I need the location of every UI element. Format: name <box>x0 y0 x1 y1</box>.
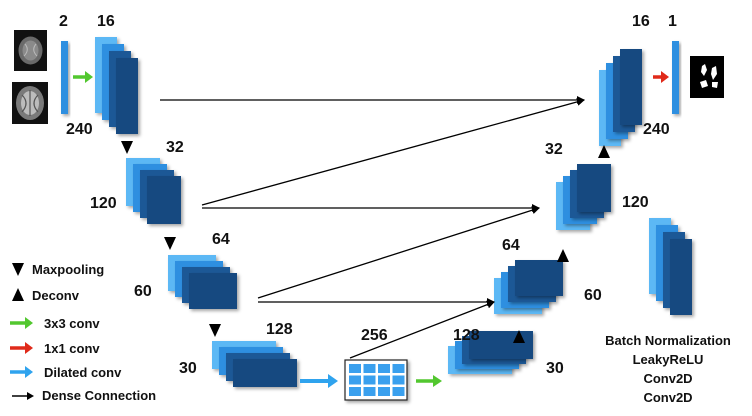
legend-maxpool-triangle <box>12 263 24 276</box>
feature-map-layer <box>577 164 611 212</box>
bottleneck-cell <box>392 387 405 396</box>
enc3-size-label: 60 <box>134 283 152 300</box>
feature-map-layer <box>116 58 138 134</box>
bottleneck-cell <box>392 375 405 385</box>
enc2-channels-label: 32 <box>166 139 184 156</box>
deconv-triangle-1 <box>513 330 525 343</box>
dec1-channels-label: 16 <box>632 13 650 30</box>
deconv-triangle-2 <box>557 249 569 262</box>
bottleneck-cell <box>363 364 376 373</box>
enc3-channels-label: 64 <box>212 231 230 248</box>
bottleneck-cell <box>349 364 361 373</box>
encoder-stack-4 <box>212 341 297 387</box>
bottleneck-cell <box>349 387 361 396</box>
bottleneck-cell <box>378 375 390 385</box>
output-layer <box>672 41 679 114</box>
maxpool-triangle-1 <box>121 141 133 154</box>
legend-dense-label: Dense Connection <box>42 388 156 403</box>
bottleneck-cell <box>349 375 361 385</box>
feature-map-layer <box>233 359 297 387</box>
input-scan-2 <box>12 82 48 124</box>
decoder-stack-3 <box>494 260 563 314</box>
dec4-size-label: 30 <box>546 360 564 377</box>
bottleneck-cell <box>378 364 390 373</box>
legend-dense-arrow <box>27 392 34 400</box>
input-channels-label: 2 <box>59 13 68 30</box>
legend-conv1x1-arrow <box>25 342 33 354</box>
dec2-channels-label: 32 <box>545 141 563 158</box>
bottleneck-channels-label: 256 <box>361 327 388 344</box>
block-op-4: Conv2D <box>643 390 692 405</box>
enc1-channels-label: 16 <box>97 13 115 30</box>
decoder-stack-2 <box>556 164 611 230</box>
legend: Maxpooling Deconv 3x3 conv 1x1 conv Dila… <box>10 262 156 403</box>
block-op-1: Batch Normalization <box>605 333 731 348</box>
dec2-size-label: 120 <box>622 194 649 211</box>
feature-map-layer <box>620 49 642 125</box>
conv3x3-arrow <box>416 375 442 387</box>
legend-dilated-arrow <box>25 366 33 378</box>
bottleneck-cell <box>378 387 390 396</box>
dec3-size-label: 60 <box>584 287 602 304</box>
block-op-2: LeakyReLU <box>633 352 704 367</box>
legend-conv1x1-label: 1x1 conv <box>44 341 100 356</box>
dec4-channels-label: 128 <box>453 327 480 344</box>
deconv-triangle-3 <box>598 145 610 158</box>
dense-connection <box>201 97 585 206</box>
legend-conv3x3-label: 3x3 conv <box>44 316 100 331</box>
dense-connections <box>160 96 585 359</box>
legend-deconv-triangle <box>12 288 24 301</box>
enc2-size-label: 120 <box>90 195 117 212</box>
block-op-3: Conv2D <box>643 371 692 386</box>
encoder-stack-3 <box>168 255 237 309</box>
conv1x1-arrow <box>653 71 669 83</box>
legend-maxpooling-label: Maxpooling <box>32 262 104 277</box>
encoder-stack-1 <box>95 37 138 134</box>
input-layer <box>61 41 68 114</box>
dec3-channels-label: 64 <box>502 237 520 254</box>
feature-map-layer <box>469 331 533 359</box>
bottleneck-cell <box>363 387 376 396</box>
feature-map-layer <box>147 176 181 224</box>
block-description: Batch Normalization LeakyReLU Conv2D Con… <box>605 333 731 405</box>
dense-connection <box>257 206 540 299</box>
bottleneck-block <box>344 359 408 401</box>
enc4-size-label: 30 <box>179 360 197 377</box>
legend-dilated-label: Dilated conv <box>44 365 122 380</box>
feature-map-layer <box>515 260 563 296</box>
output-mask <box>690 56 724 98</box>
dec1-size-label: 240 <box>643 121 670 138</box>
dilated-conv-arrow <box>300 374 338 388</box>
block-legend-stack <box>649 218 692 315</box>
legend-deconv-label: Deconv <box>32 288 80 303</box>
decoder-stack-1 <box>599 49 642 146</box>
enc1-size-label: 240 <box>66 121 93 138</box>
decoder-stack-4 <box>448 331 533 374</box>
dense-connection <box>349 300 495 359</box>
output-channels-label: 1 <box>668 13 677 30</box>
encoder-stack-2 <box>126 158 181 224</box>
feature-map-layer <box>670 239 692 315</box>
bottleneck-cell <box>363 375 376 385</box>
conv3x3-arrow <box>73 71 93 83</box>
legend-conv3x3-arrow <box>25 317 33 329</box>
enc4-channels-label: 128 <box>266 321 293 338</box>
bottleneck-cell <box>392 364 405 373</box>
maxpool-triangle-2 <box>164 237 176 250</box>
maxpool-triangle-3 <box>209 324 221 337</box>
input-scan-1 <box>14 30 47 71</box>
feature-map-layer <box>189 273 237 309</box>
